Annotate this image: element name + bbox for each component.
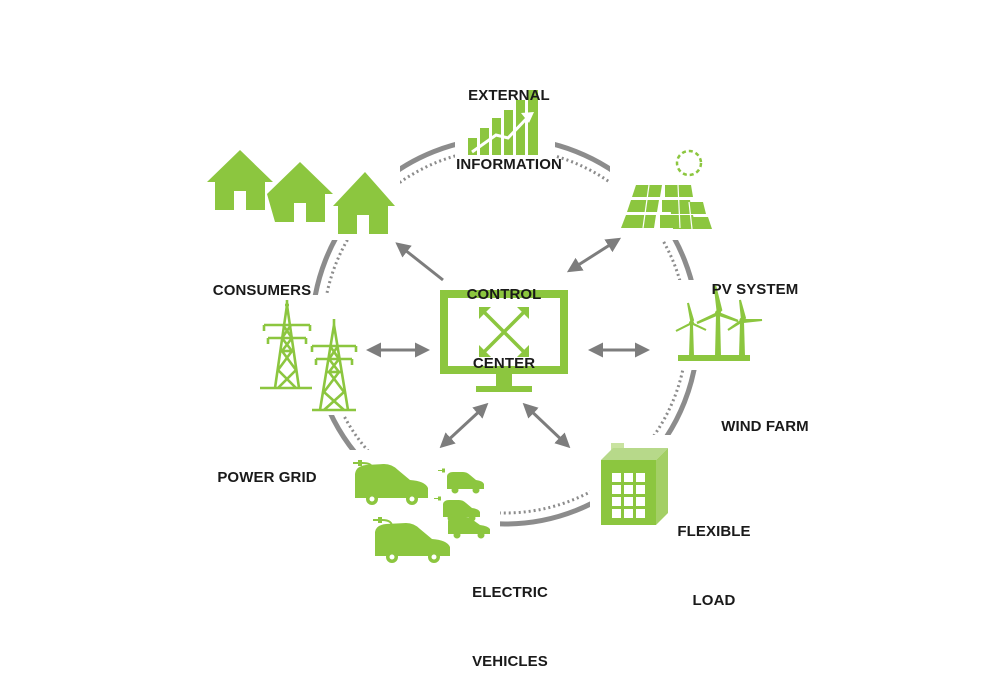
arrow-ev	[439, 402, 489, 449]
node-label-grid: POWER GRID	[207, 420, 327, 512]
arrow-consumers	[395, 242, 444, 282]
node-label-ev-line1: ELECTRIC	[472, 584, 548, 601]
connector-arrows	[366, 237, 650, 449]
node-label-pv: PV SYSTEM	[700, 232, 810, 324]
hub-label-line1: CONTROL	[466, 286, 542, 303]
node-label-consumers-line1: CONSUMERS	[212, 282, 312, 299]
node-label-external-line2: INFORMATION	[456, 156, 562, 173]
arrow-flex	[522, 402, 571, 449]
transmission-tower-icon	[260, 300, 358, 412]
node-label-pv-line1: PV SYSTEM	[711, 281, 799, 298]
node-label-external-line1: EXTERNAL	[468, 87, 550, 104]
battery-box-icon	[601, 443, 668, 525]
node-label-wind: WIND FARM	[710, 369, 820, 461]
wind-turbine-icon	[675, 285, 763, 361]
solar-panel-icon	[621, 149, 712, 230]
node-label-grid-line1: POWER GRID	[217, 469, 317, 486]
node-label-flex-line1: FLEXIBLE	[677, 523, 751, 540]
bar-chart-growth-icon	[468, 90, 538, 155]
node-label-ev-line2: VEHICLES	[472, 653, 548, 670]
arrow-pv	[566, 237, 622, 273]
energy-diagram	[207, 90, 763, 563]
hub-label: CONTROL CENTER	[444, 237, 564, 398]
electric-car-icon	[353, 460, 490, 563]
hub-label-line2: CENTER	[472, 355, 536, 372]
node-label-wind-line1: WIND FARM	[721, 418, 809, 435]
node-label-consumers: CONSUMERS	[197, 233, 327, 325]
house-icon	[207, 150, 395, 234]
node-label-flex: FLEXIBLE LOAD	[664, 474, 764, 635]
monitor-expand-icon	[440, 290, 568, 392]
node-label-external: EXTERNAL INFORMATION	[424, 38, 594, 199]
node-label-flex-line2: LOAD	[692, 592, 736, 609]
